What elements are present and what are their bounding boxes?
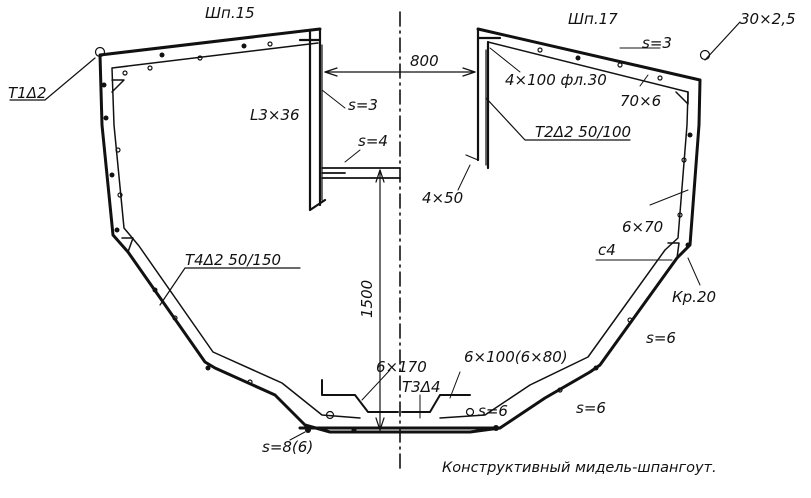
leader-6x70: [649, 189, 689, 206]
leader-70x6: [639, 74, 649, 87]
leader-kr20: [687, 257, 701, 286]
fastener-holes: [94, 41, 711, 420]
left-bracket-bilge: [121, 237, 134, 253]
leader-t1: [9, 57, 96, 101]
right-bracket-bilge: [667, 242, 680, 259]
leader-fl: [489, 47, 521, 73]
left-hull-outline: [98, 27, 402, 434]
label-dimension-800: 800: [410, 52, 439, 70]
label-angle: L3×36: [250, 106, 300, 124]
label-flange: 4×100 фл.30: [505, 71, 607, 89]
label-pipe: 30×2,5: [740, 10, 796, 28]
left-bulkhead: [298, 27, 327, 212]
label-frame-15: Шп.15: [205, 4, 255, 22]
label-t1: Т1Δ2: [8, 84, 47, 102]
right-frame-inner: [439, 41, 689, 419]
leader-s8: [289, 431, 306, 441]
label-s6-bilge: s=6: [576, 399, 606, 417]
label-kr20: Кр.20: [672, 288, 716, 306]
label-70x6: 70×6: [620, 92, 661, 110]
label-t3: Т3Δ4: [402, 378, 441, 396]
leader-s4: [344, 149, 361, 163]
label-6x70: 6×70: [622, 218, 663, 236]
leader-6x170: [361, 369, 391, 401]
leader-s3-left: [321, 89, 346, 109]
label-4x50: 4×50: [422, 189, 463, 207]
label-t4: Т4Δ2 50/150: [185, 251, 281, 269]
label-s6-side: s=6: [646, 329, 676, 347]
left-keel-girder: [321, 379, 399, 413]
label-s4: s=4: [358, 132, 388, 150]
leader-t2: [485, 97, 631, 141]
left-bracket-top: [111, 79, 125, 93]
deck-beam: [321, 167, 401, 179]
fastener-dots: [101, 43, 693, 433]
right-bulkhead: [476, 27, 502, 170]
drawing-caption: Конструктивный мидель-шпангоут.: [442, 460, 717, 476]
dimension-1500-arrows: [375, 169, 385, 431]
label-6x100: 6×100(6×80): [464, 348, 568, 366]
leader-6x100: [449, 371, 461, 399]
right-bulkhead-stiffener: [465, 49, 487, 166]
label-t2: Т2Δ2 50/100: [535, 123, 631, 141]
label-c4: с4: [598, 241, 616, 259]
label-6x170: 6×170: [376, 358, 427, 376]
leader-4x50: [457, 164, 471, 191]
label-s3-right: s=3: [642, 34, 672, 52]
left-frame-inner: [111, 42, 361, 419]
label-s6-keel: s=6: [478, 402, 508, 420]
label-s3-left: s=3: [348, 96, 378, 114]
label-s8: s=8(6): [262, 438, 313, 456]
label-frame-17: Шп.17: [568, 10, 618, 28]
dimension-800-arrows: [324, 67, 476, 77]
right-bracket-top: [675, 91, 689, 105]
leader-t4: [159, 267, 301, 306]
leader-pipe: [704, 21, 741, 61]
right-keel-girder: [401, 394, 471, 413]
label-dimension-1500: 1500: [358, 280, 376, 318]
